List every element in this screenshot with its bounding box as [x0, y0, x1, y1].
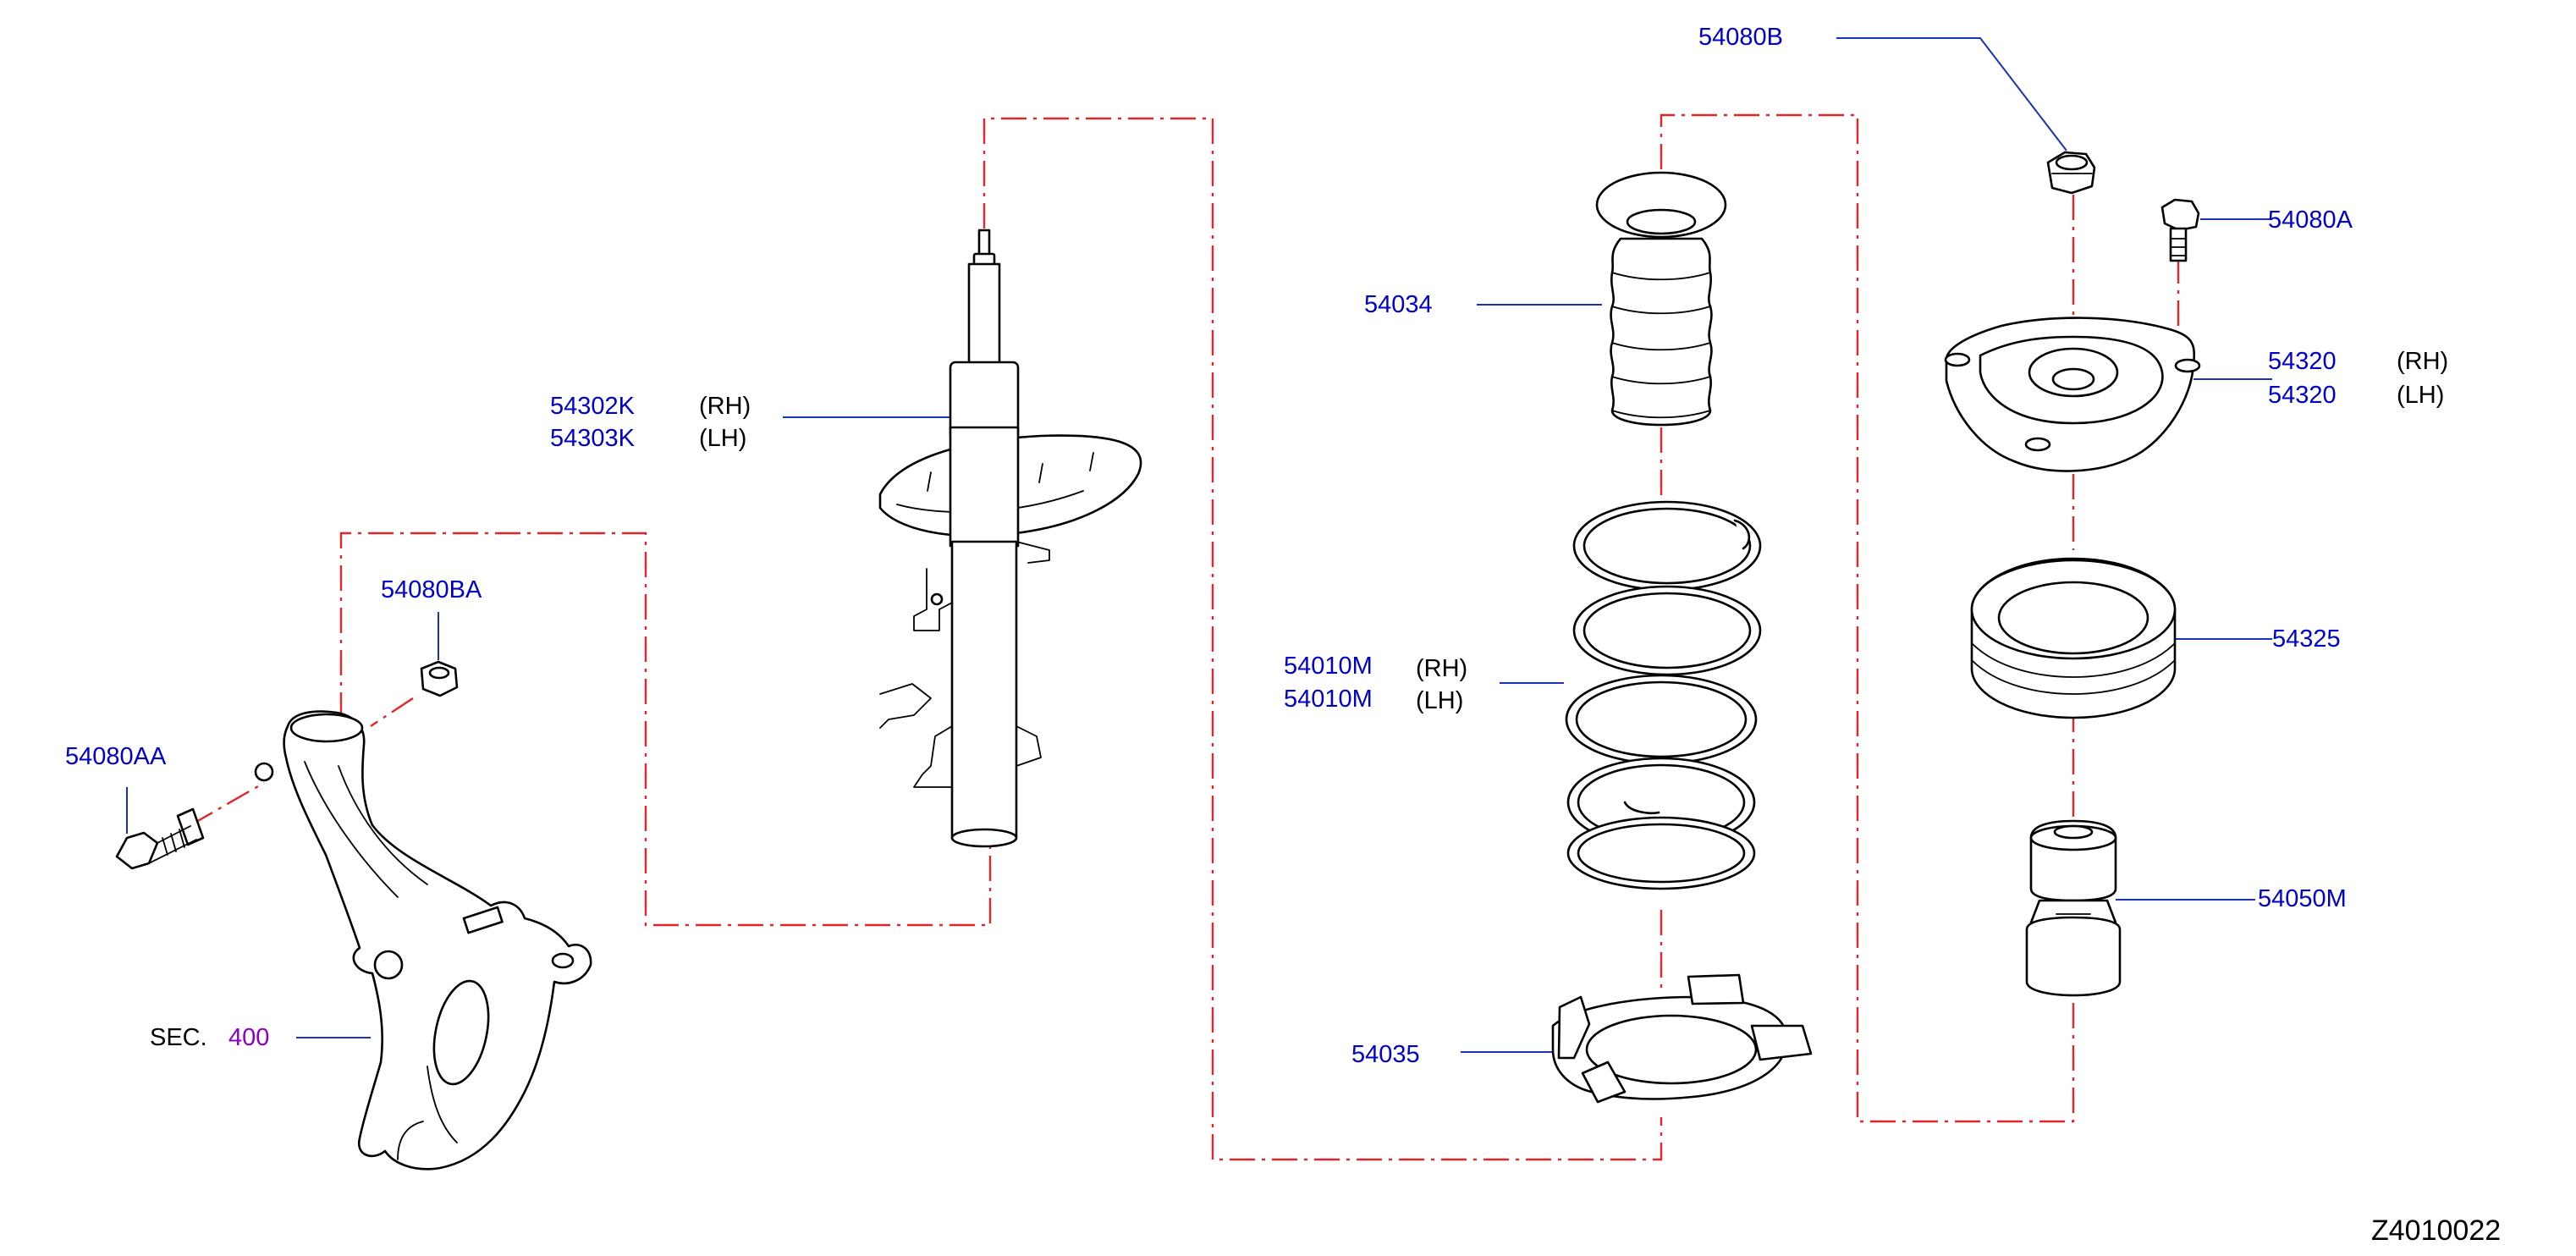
label-mount-lh[interactable]: 54320 — [2268, 382, 2337, 409]
chain-strut-to-spring-seat — [983, 117, 1663, 1161]
leader-lines — [126, 37, 2272, 1053]
label-strut-rh[interactable]: 54302K — [550, 393, 635, 420]
label-mount-bolt[interactable]: 54080A — [2268, 207, 2353, 234]
diagram-code: Z4010022 — [2371, 1215, 2502, 1247]
label-strut-rh-side: (RH) — [699, 393, 751, 420]
label-spring-rh[interactable]: 54010M — [1284, 653, 1373, 680]
knuckle-bolt[interactable] — [115, 807, 205, 870]
chain-bolt-to-knuckle — [190, 781, 265, 827]
label-bumper-rubber[interactable]: 54050M — [2258, 885, 2347, 912]
label-knuckle-bolt[interactable]: 54080AA — [65, 743, 167, 770]
leader-mount-nut — [1836, 37, 2067, 151]
chain-knuckle-to-strut — [339, 532, 992, 927]
bound-bumper[interactable] — [1595, 171, 1727, 427]
label-sec-ref[interactable]: 400 — [228, 1024, 270, 1051]
strut-mount[interactable] — [1944, 317, 2201, 472]
label-mount-rh-side: (RH) — [2397, 348, 2449, 375]
label-mount-lh-side: (LH) — [2397, 382, 2445, 409]
label-knuckle-nut[interactable]: 54080BA — [381, 576, 482, 603]
label-bearing[interactable]: 54325 — [2272, 625, 2341, 653]
assembly-chain-lines — [190, 113, 2180, 1161]
strut-assembly[interactable] — [878, 229, 1142, 848]
knuckle-nut[interactable] — [420, 660, 459, 697]
bumper-rubber[interactable] — [2025, 819, 2122, 997]
label-mount-nut[interactable]: 54080B — [1698, 24, 1783, 51]
mount-nut[interactable] — [2046, 151, 2096, 195]
coil-spring[interactable] — [1565, 500, 1762, 890]
chain-nut-to-knuckle — [370, 697, 414, 728]
label-mount-rh[interactable]: 54320 — [2268, 348, 2337, 375]
steering-knuckle[interactable] — [254, 710, 592, 1171]
label-strut-lh-side: (LH) — [699, 425, 747, 452]
spring-seat-rubber[interactable] — [1551, 973, 1813, 1104]
label-bound-bumper[interactable]: 54034 — [1364, 291, 1433, 318]
label-strut-lh[interactable]: 54303K — [550, 425, 635, 452]
label-spring-rh-side: (RH) — [1416, 655, 1468, 682]
label-spring-lh-side: (LH) — [1416, 687, 1464, 714]
chain-spring-to-mount — [1660, 113, 2075, 1123]
mount-bearing[interactable] — [1970, 557, 2177, 719]
mount-bolt[interactable] — [2160, 198, 2200, 262]
label-seat-rubber[interactable]: 54035 — [1351, 1041, 1420, 1068]
label-sec-prefix: SEC. — [150, 1024, 207, 1051]
label-spring-lh[interactable]: 54010M — [1284, 686, 1373, 713]
